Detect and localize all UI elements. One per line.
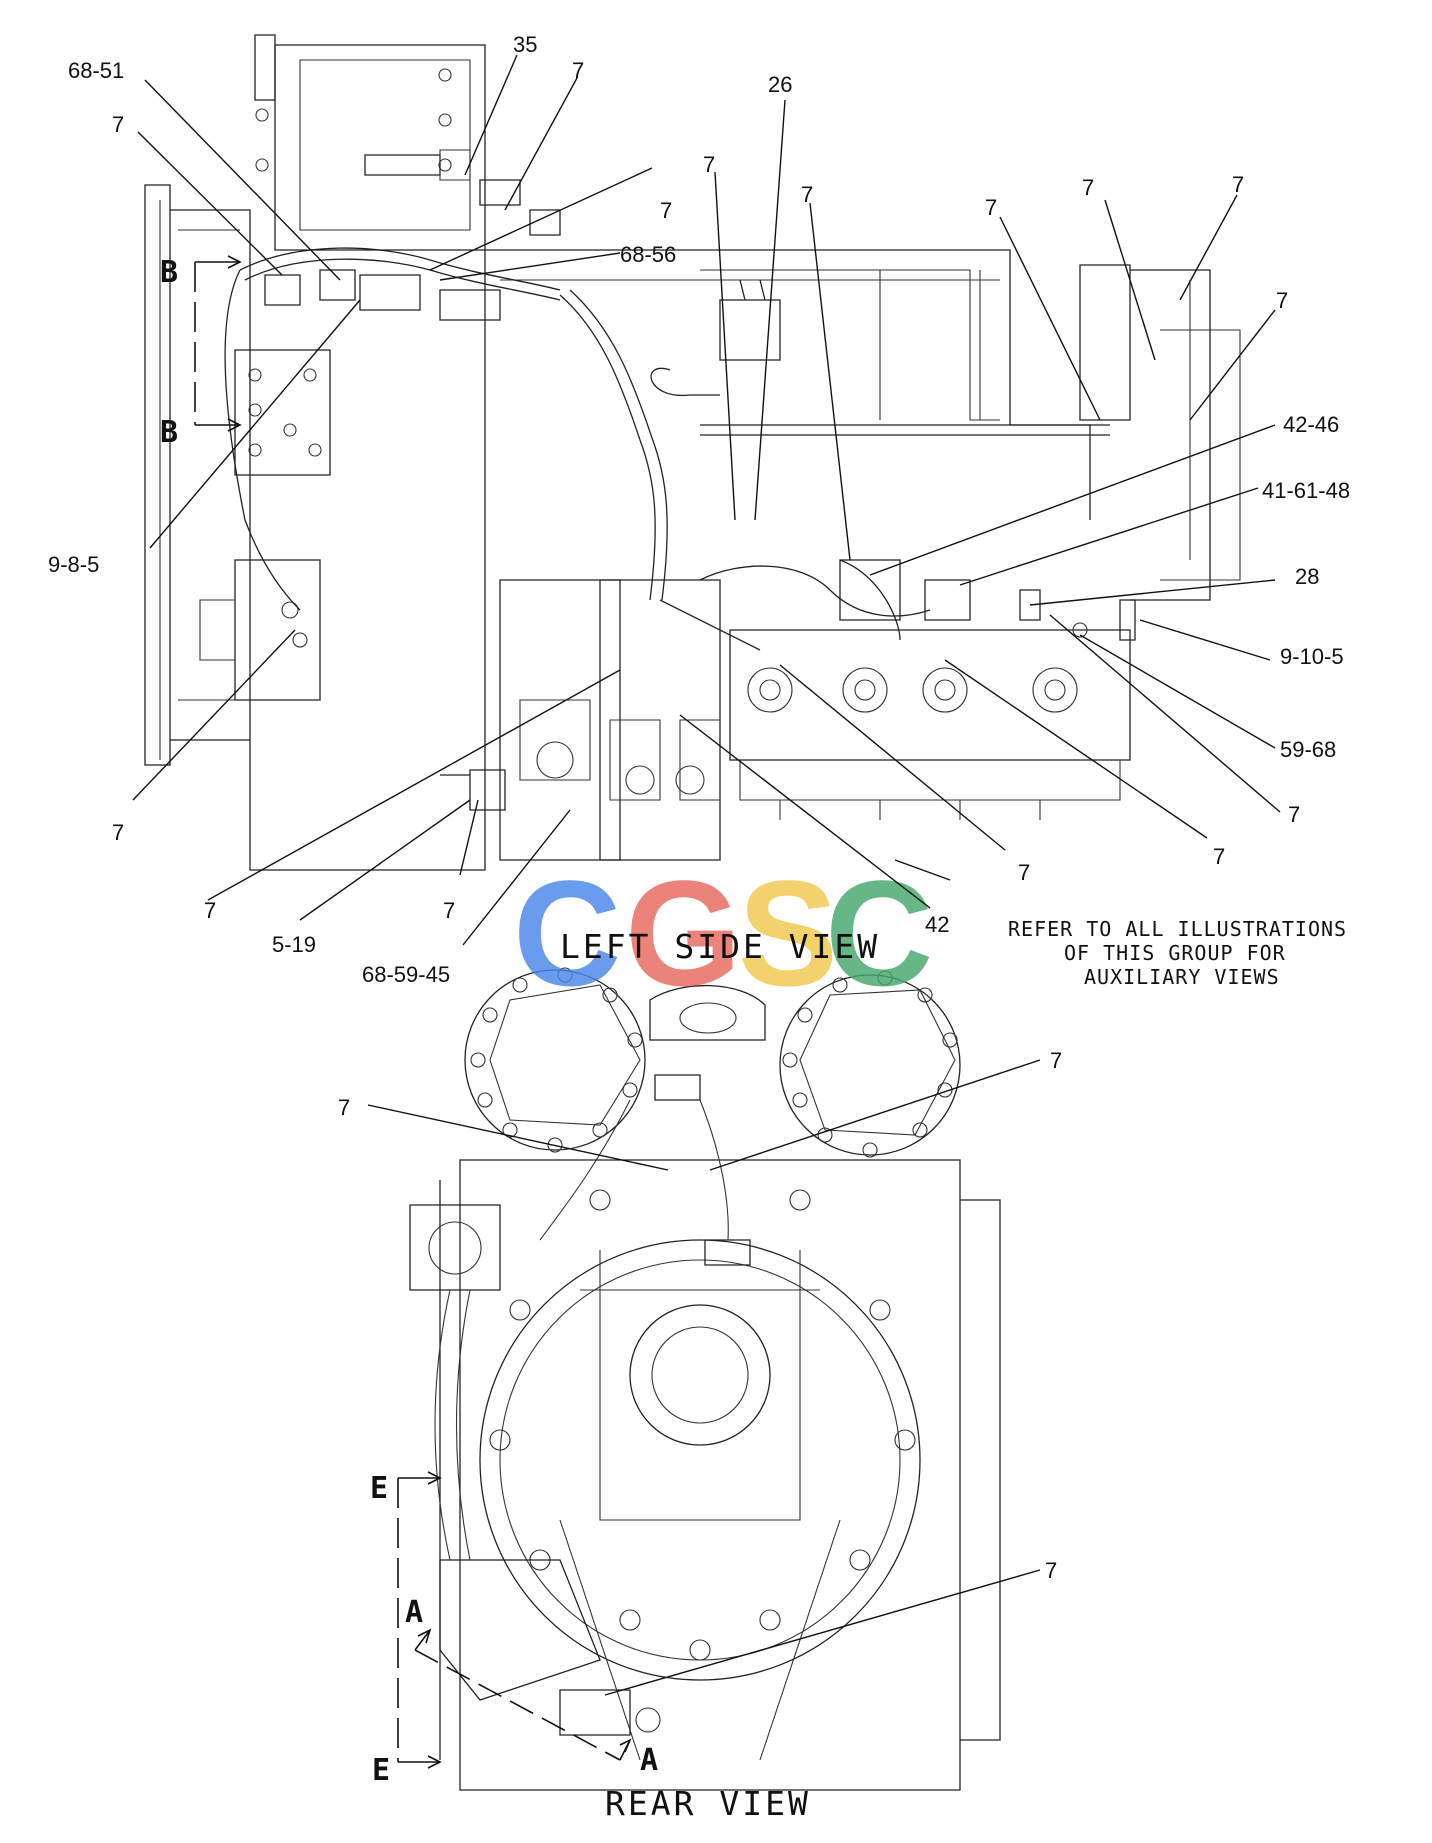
callout-7: 7 <box>1082 175 1094 200</box>
callout-35: 35 <box>513 32 537 57</box>
callout-68-56: 68-56 <box>620 242 676 267</box>
left-side-callouts: 68-51 35 7 26 7 7 7 7 7 7 7 68-56 7 42-4… <box>48 32 1350 987</box>
callout-7: 7 <box>1288 802 1300 827</box>
callout-9-10-5: 9-10-5 <box>1280 644 1344 669</box>
callout-7: 7 <box>801 182 813 207</box>
watermark-letter-2: G <box>625 849 742 1017</box>
callout-26: 26 <box>768 72 792 97</box>
section-mark-a-bottom: A <box>640 1743 658 1778</box>
callout-68-51: 68-51 <box>68 58 124 83</box>
watermark: C G S C <box>513 849 933 1017</box>
section-marks: B B E E A A <box>160 255 658 1788</box>
section-mark-b-top: B <box>160 255 178 290</box>
callout-7: 7 <box>204 898 216 923</box>
callout-7: 7 <box>112 112 124 137</box>
callout-7: 7 <box>1213 844 1225 869</box>
note-line-3: AUXILIARY VIEWS <box>1084 965 1280 989</box>
rear-view-title: REAR VIEW <box>605 1784 811 1823</box>
leader-lines <box>132 54 1281 1696</box>
rear-callouts: 7 7 7 <box>338 1048 1062 1583</box>
callout-59-68: 59-68 <box>1280 737 1336 762</box>
section-mark-b-bottom: B <box>160 415 178 450</box>
callout-7: 7 <box>660 198 672 223</box>
callout-68-59-45: 68-59-45 <box>362 962 450 987</box>
callout-41-61-48: 41-61-48 <box>1262 478 1350 503</box>
callout-7: 7 <box>338 1095 350 1120</box>
callout-42: 42 <box>925 912 949 937</box>
callout-42-46: 42-46 <box>1283 412 1339 437</box>
note-line-2: OF THIS GROUP FOR <box>1064 941 1286 965</box>
left-side-view-title: LEFT SIDE VIEW <box>560 927 880 966</box>
callout-9-8-5: 9-8-5 <box>48 552 99 577</box>
rear-view-drawing <box>409 967 1001 1791</box>
callout-7: 7 <box>443 898 455 923</box>
callout-7: 7 <box>1276 288 1288 313</box>
callout-7: 7 <box>112 820 124 845</box>
callout-7: 7 <box>1232 172 1244 197</box>
callout-28: 28 <box>1295 564 1319 589</box>
callout-5-19: 5-19 <box>272 932 316 957</box>
callout-7: 7 <box>985 195 997 220</box>
callout-7: 7 <box>703 152 715 177</box>
watermark-letter-3: S <box>738 849 838 1017</box>
left-side-view-drawing <box>144 34 1241 871</box>
callout-7: 7 <box>572 58 584 83</box>
watermark-letter-1: C <box>513 849 621 1017</box>
section-mark-a-top: A <box>405 1595 423 1630</box>
watermark-letter-4: C <box>825 849 933 1017</box>
callout-7: 7 <box>1045 1558 1057 1583</box>
section-mark-e-bottom: E <box>372 1753 390 1788</box>
note-line-1: REFER TO ALL ILLUSTRATIONS <box>1008 917 1347 941</box>
section-mark-e-top: E <box>370 1471 388 1506</box>
reference-note: REFER TO ALL ILLUSTRATIONS OF THIS GROUP… <box>1008 917 1347 989</box>
callout-7: 7 <box>1050 1048 1062 1073</box>
callout-7: 7 <box>1018 860 1030 885</box>
